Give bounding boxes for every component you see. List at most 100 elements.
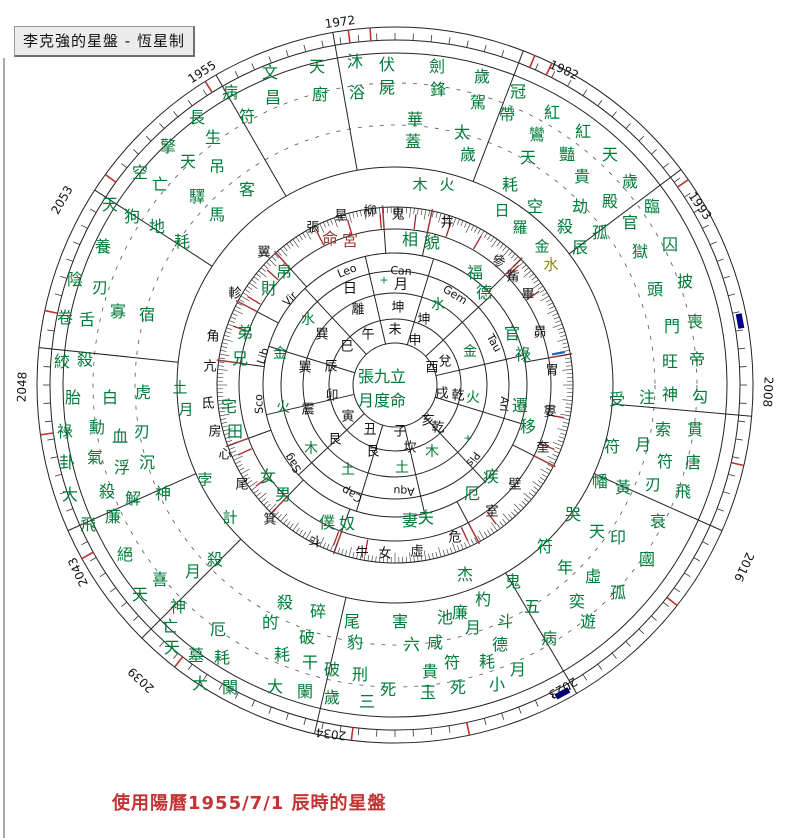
- houses-green-label: 祿: [514, 345, 532, 364]
- shensha-stars-label: 小: [488, 675, 506, 694]
- rulers-stars-label: 木: [304, 441, 318, 457]
- shensha-stars-label: 碎: [309, 602, 327, 621]
- lunar-mansions-label: 柳: [363, 204, 377, 220]
- window-edge-line: [3, 58, 5, 838]
- shensha-stars-label: 闌: [296, 682, 314, 701]
- shensha-stars-label: 祿: [56, 422, 74, 441]
- planets-placed-label: 火: [439, 175, 455, 194]
- shensha-stars-label: 浴: [348, 83, 366, 102]
- lunar-mansions-label: 昴: [533, 325, 547, 341]
- shensha-stars-label: 殺: [206, 550, 224, 569]
- shensha-stars-label: 厄: [209, 620, 227, 639]
- shensha-stars-label: 五: [523, 597, 541, 616]
- shensha-stars-label: 亡: [151, 175, 169, 194]
- shensha-stars-label: 生: [204, 128, 222, 147]
- shensha-stars-label: 天: [131, 585, 149, 604]
- rulers-stars-label: 土: [341, 462, 355, 478]
- shensha-stars-label: 符: [443, 653, 461, 672]
- shensha-stars-label: 殺: [76, 350, 94, 369]
- shensha-stars-label: 馬: [208, 205, 226, 224]
- lunar-mansions-label: 角: [206, 329, 220, 345]
- shensha-stars-label: 飛: [79, 515, 97, 534]
- houses-green-label: 遷: [511, 396, 529, 415]
- lunar-mansions-label: 翼: [257, 245, 271, 261]
- lunar-mansions-label: 亢: [203, 359, 217, 375]
- lunar-mansions-label: 斗: [308, 535, 322, 551]
- shensha-stars-label: 符: [656, 452, 674, 471]
- shensha-stars-label: 黃: [614, 478, 632, 497]
- title-box: 李克強的星盤 - 恆星制: [14, 26, 195, 57]
- houses-green-label: 田: [226, 422, 244, 441]
- degree-plus-marks-label: +: [463, 431, 473, 445]
- shensha-stars-label: 亡: [161, 617, 179, 636]
- shensha-stars-label: 殺: [98, 482, 116, 501]
- shensha-stars-label: 月: [634, 435, 652, 454]
- houses-green-label: 德: [475, 283, 493, 302]
- shensha-stars-label: 虎: [134, 383, 152, 402]
- shensha-stars-label: 絕: [116, 545, 134, 564]
- shensha-stars-label: 神: [154, 484, 172, 503]
- shensha-stars-label: 符: [238, 107, 256, 126]
- shensha-stars-label: 孤: [591, 223, 609, 242]
- shensha-stars-label: 臨: [643, 197, 661, 216]
- lunar-mansions-label: 氐: [201, 396, 215, 412]
- shensha-stars-label: 貴: [573, 167, 591, 186]
- shensha-stars-label: 杓: [474, 590, 492, 609]
- lunar-mansions-label: 女: [378, 546, 392, 562]
- shensha-stars-label: 斗: [496, 612, 514, 631]
- trigrams-label: 巽: [315, 327, 329, 343]
- rulers-stars-label: 金: [273, 346, 287, 362]
- lunar-mansions-label: 心: [218, 447, 232, 463]
- shensha-stars-label: 貴: [421, 662, 439, 681]
- shensha-stars-label: 驛: [188, 187, 206, 206]
- branches-label: 午: [361, 327, 375, 343]
- branches-label: 丑: [363, 422, 377, 438]
- shensha-stars-label: 天: [308, 57, 326, 76]
- shensha-stars-label: 文: [261, 63, 279, 82]
- planets-placed-label: 木: [412, 175, 428, 194]
- shensha-stars-label: 鸞: [528, 125, 546, 144]
- planets-placed-label: 日: [494, 201, 510, 220]
- houses-green-label: 移: [519, 417, 537, 436]
- shensha-stars-label: 幡: [591, 472, 609, 491]
- planets-placed-label: 孛: [197, 470, 213, 489]
- shensha-stars-label: 劫: [571, 197, 589, 216]
- shensha-stars-label: 太: [453, 123, 471, 142]
- shensha-stars-label: 月: [184, 562, 202, 581]
- shensha-stars-label: 天: [163, 638, 181, 657]
- shensha-stars-label: 陰: [66, 270, 84, 289]
- shensha-stars-label: 破: [323, 660, 341, 679]
- shensha-stars-label: 血: [111, 427, 129, 446]
- shensha-stars-label: 衰: [649, 512, 667, 531]
- shensha-stars-label: 貫: [686, 420, 704, 439]
- rulers-stars-label: 水: [301, 312, 315, 328]
- shensha-stars-label: 養: [94, 237, 112, 256]
- shensha-stars-label: 豔: [558, 145, 576, 164]
- shensha-stars-label: 獄: [631, 242, 649, 261]
- shensha-stars-label: 遊: [579, 612, 597, 631]
- lunar-mansions-label: 井: [440, 215, 454, 231]
- shensha-stars-label: 歲: [459, 145, 477, 164]
- shensha-stars-label: 唐: [684, 453, 702, 472]
- branches-label: 戌: [435, 386, 449, 402]
- shensha-stars-label: 氣: [86, 448, 104, 467]
- shensha-stars-label: 廉: [104, 507, 122, 526]
- shensha-stars-label: 狗: [123, 207, 141, 226]
- planets-placed-label: 土: [172, 378, 188, 397]
- shensha-stars-label: 鋒: [429, 80, 447, 99]
- lunar-mansions-label: 箕: [263, 512, 277, 528]
- shensha-stars-label: 紅: [574, 122, 592, 141]
- trigrams-label: 震: [301, 402, 315, 418]
- lunar-mansions-label: 虛: [410, 544, 424, 560]
- zodiac-labels-label: Sco: [252, 393, 266, 415]
- shensha-stars-label: 咸: [426, 633, 444, 652]
- shensha-stars-label: 白: [101, 388, 119, 407]
- shensha-stars-label: 的: [261, 613, 279, 632]
- planet-mercury-label: 水: [543, 255, 559, 274]
- rulers-stars-label: 火: [466, 390, 480, 406]
- shensha-stars-label: 刃: [91, 278, 109, 297]
- shensha-stars-label: 池: [436, 608, 454, 627]
- shensha-stars-label: 華: [406, 110, 424, 129]
- shensha-stars-label: 豹: [346, 633, 364, 652]
